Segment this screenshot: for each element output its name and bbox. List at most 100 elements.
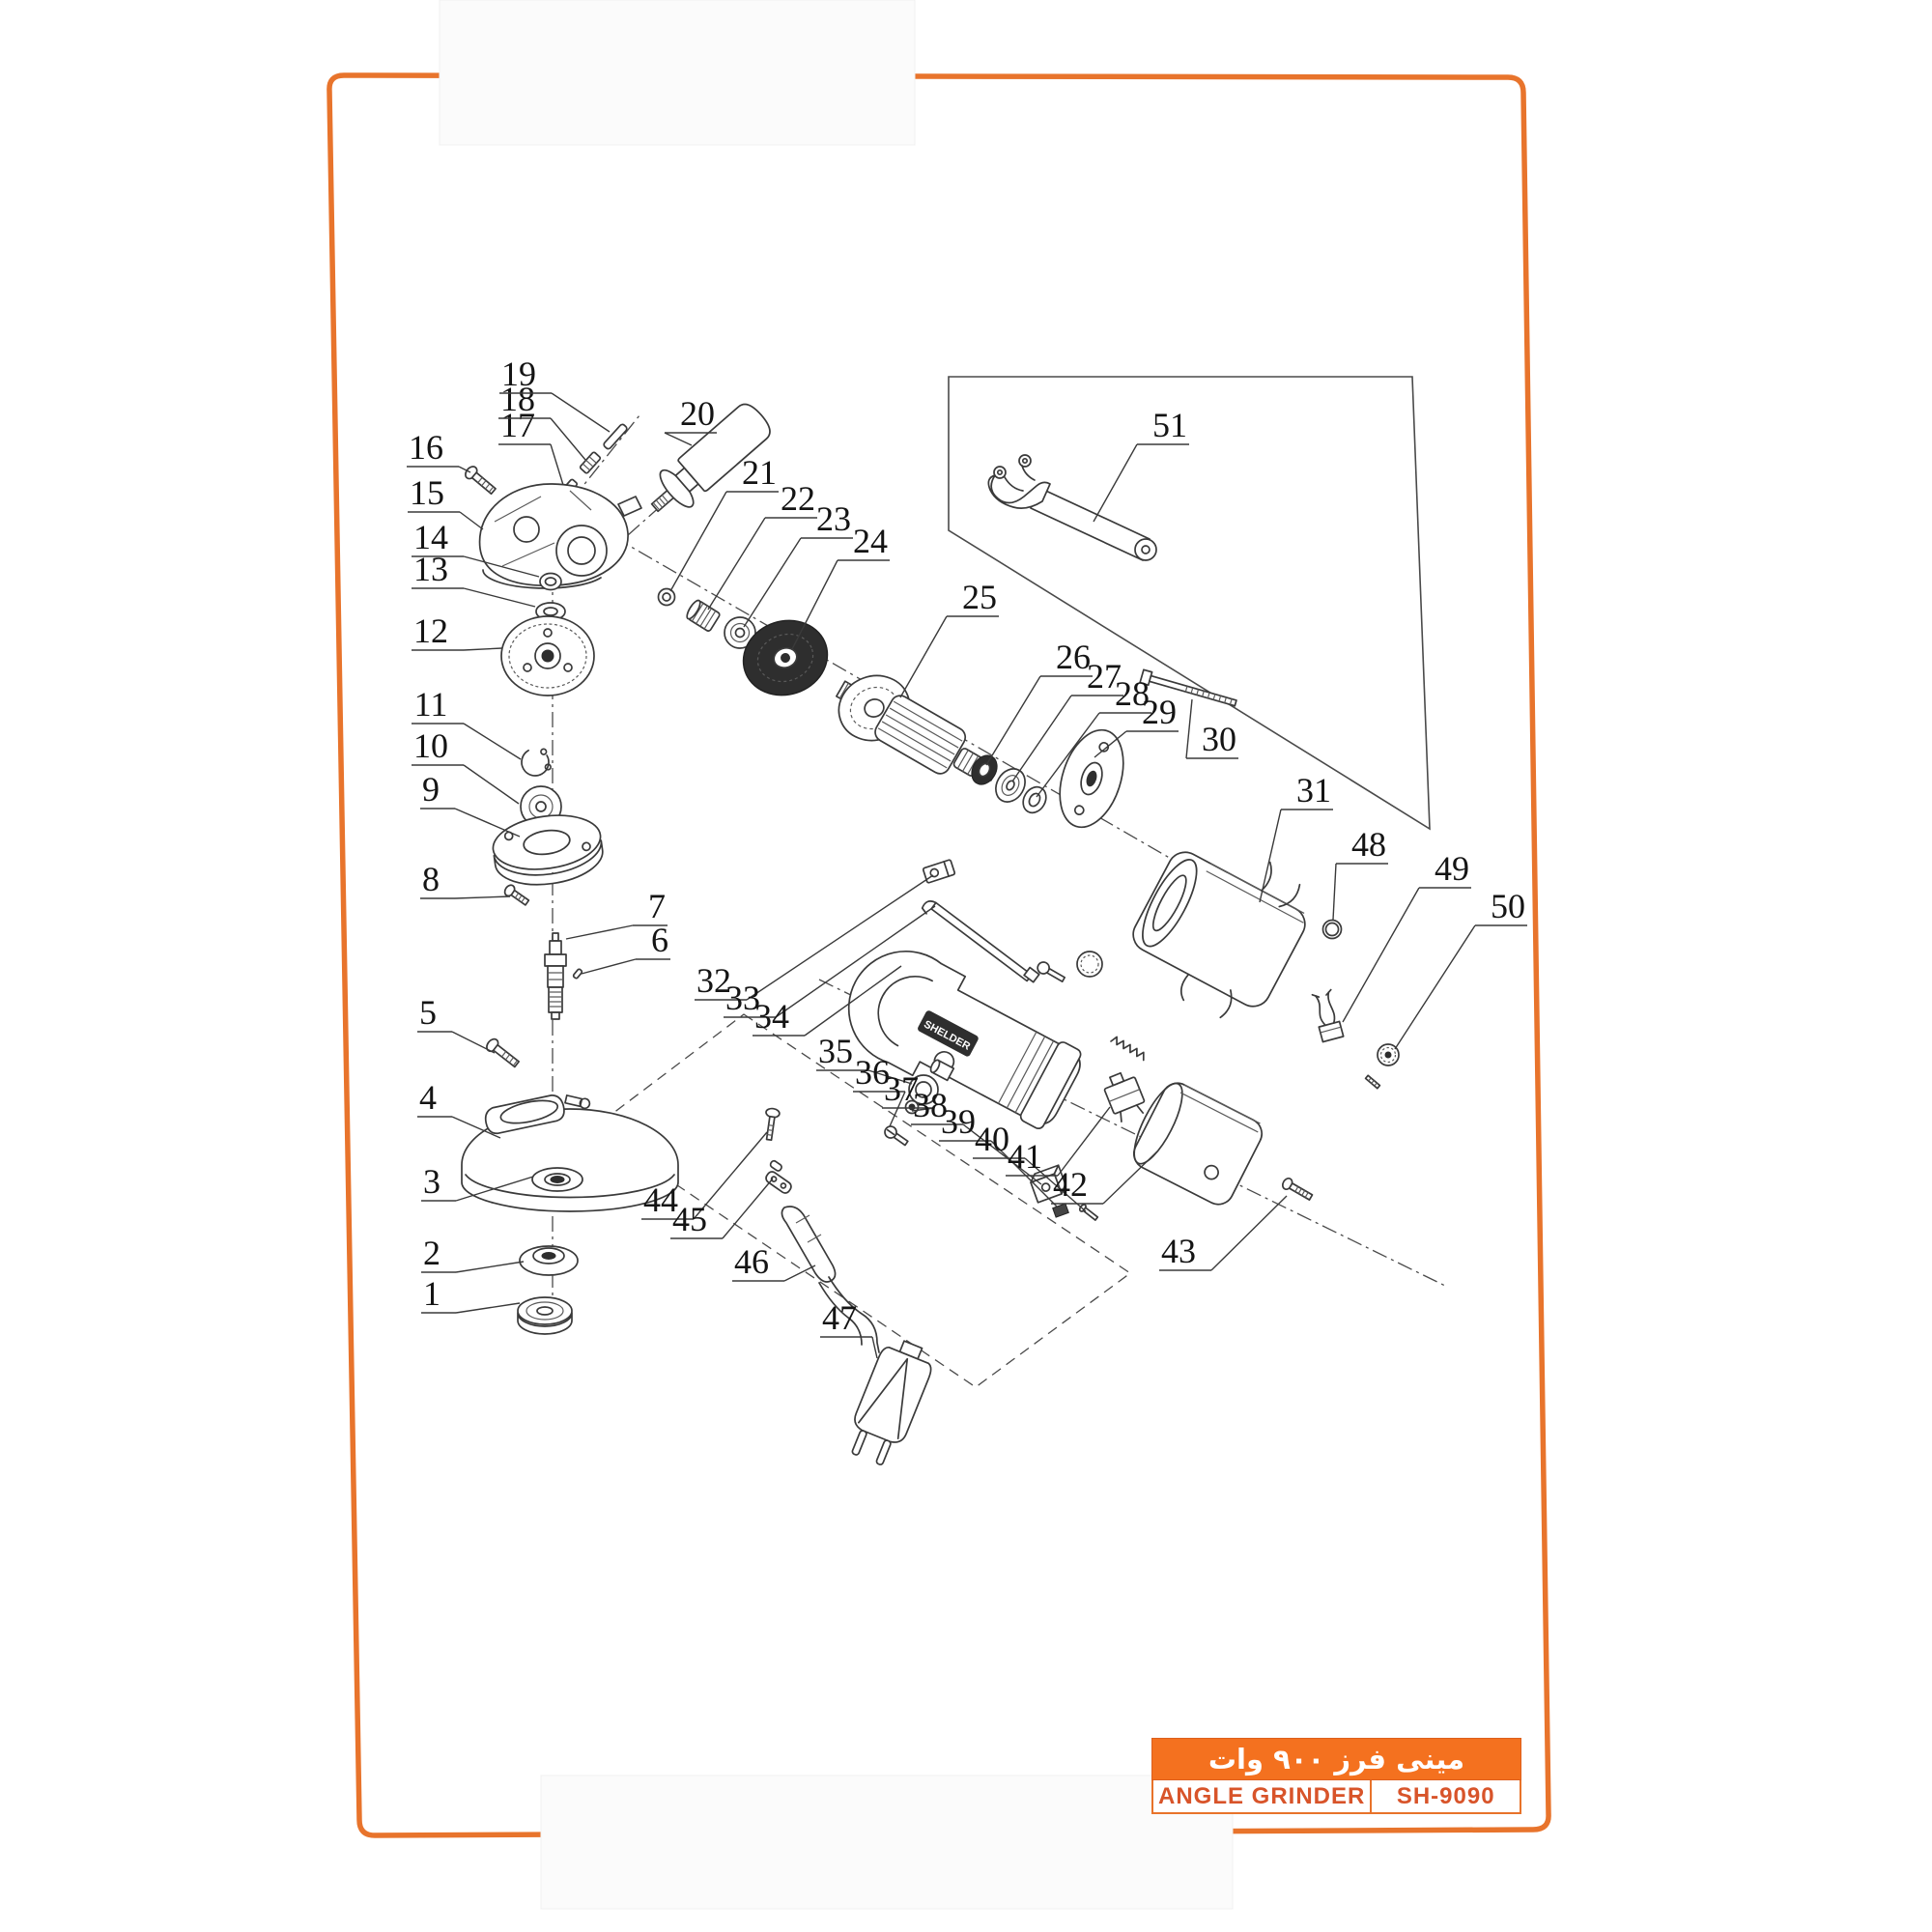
part-number-text: 2 xyxy=(423,1234,440,1272)
part-49-carbon-brush-assy xyxy=(1311,988,1345,1043)
part-number-text: 26 xyxy=(1056,638,1091,676)
leader-line xyxy=(911,1107,935,1112)
part-number-text: 45 xyxy=(672,1200,707,1238)
part-30-through-bolt xyxy=(1139,668,1237,707)
part-number-text: 34 xyxy=(754,997,789,1036)
leader-line xyxy=(664,432,693,446)
part-51-pin-spanner xyxy=(987,454,1157,561)
leader-line xyxy=(1332,863,1337,921)
part-45-cord-clamp xyxy=(765,1159,792,1194)
part-number-text: 16 xyxy=(409,428,443,467)
part-number-text: 44 xyxy=(643,1180,678,1219)
part-number-text: 49 xyxy=(1435,849,1469,888)
leader-line xyxy=(746,874,934,1001)
part-number-text: 11 xyxy=(414,685,448,724)
leader-line xyxy=(775,905,936,1018)
part-35-lock-button xyxy=(908,1059,955,1105)
part-number-text: 20 xyxy=(680,394,715,433)
part-number-text: 47 xyxy=(822,1298,857,1337)
part-number-text: 48 xyxy=(1351,825,1386,864)
part-number-text: 14 xyxy=(413,518,448,556)
leader-line xyxy=(551,392,611,433)
part-19-pin xyxy=(603,423,628,450)
part-39-carbon-brush xyxy=(1052,1203,1069,1218)
leader-line xyxy=(962,1123,1042,1185)
product-title-en: ANGLE GRINDER xyxy=(1158,1783,1366,1809)
part-number-text: 19 xyxy=(501,355,536,393)
part-number-text: 5 xyxy=(419,993,437,1032)
part-44-screw xyxy=(765,1107,781,1142)
leader-line xyxy=(1024,1157,1087,1212)
leader-line xyxy=(867,1069,913,1085)
part-number-text: 8 xyxy=(422,860,440,898)
title-block: مینی فرز ۹۰۰ وات ANGLE GRINDER SH-9090 xyxy=(1151,1738,1521,1814)
part-number-text: 27 xyxy=(1087,657,1122,696)
product-title-banner: مینی فرز ۹۰۰ وات xyxy=(1151,1738,1521,1780)
part-number-text: 15 xyxy=(410,473,444,512)
part-42-rear-housing xyxy=(1132,1082,1264,1206)
part-number-text: 35 xyxy=(818,1032,853,1070)
part-number-labels: 1234567891011121314151617181920212223242… xyxy=(407,355,1527,1359)
leader-line xyxy=(899,615,948,698)
part-number-text: 42 xyxy=(1053,1165,1088,1204)
part-5-screw xyxy=(486,1037,520,1068)
leader-line xyxy=(463,723,522,760)
part-number-text: 22 xyxy=(781,479,815,518)
part-number-text: 24 xyxy=(853,522,888,560)
part-29-bearing-plate xyxy=(1059,728,1124,829)
part-33-slide-bar xyxy=(921,900,1040,983)
part-number-text: 23 xyxy=(816,499,851,538)
leader-line xyxy=(455,1176,534,1202)
part-24-fan-gear xyxy=(742,619,829,696)
part-number-text: 31 xyxy=(1296,771,1331,810)
part-number-text: 50 xyxy=(1491,887,1525,925)
title-row: ANGLE GRINDER SH-9090 xyxy=(1151,1780,1521,1814)
page-frame xyxy=(327,72,1551,1838)
leader-line xyxy=(743,537,802,628)
leader-line xyxy=(1259,809,1282,903)
leader-line xyxy=(1185,698,1193,759)
part-number-text: 7 xyxy=(648,887,666,925)
leader-line xyxy=(1394,924,1476,1050)
part-22-collet-nut xyxy=(686,599,721,632)
part-number-text: 43 xyxy=(1161,1232,1196,1270)
leader-line xyxy=(1342,887,1420,1023)
part-18-detent-spring xyxy=(579,451,602,474)
part-number-text: 9 xyxy=(422,770,440,809)
part-number-text: 51 xyxy=(1152,406,1187,444)
leader-line xyxy=(451,1031,496,1054)
leader-line xyxy=(791,559,838,650)
part-number-text: 40 xyxy=(975,1120,1009,1158)
leader-line xyxy=(889,1091,906,1127)
leader-line xyxy=(463,647,503,651)
part-number-text: 38 xyxy=(913,1086,948,1124)
leader-line xyxy=(1102,1151,1158,1205)
part-23-bearing xyxy=(724,616,756,649)
part-26-bearing xyxy=(971,754,998,785)
leader-line xyxy=(1210,1195,1288,1271)
leader-line xyxy=(804,965,902,1037)
part-9-bearing-flange xyxy=(492,814,604,886)
part-15-gear-case xyxy=(478,483,642,589)
leader-line xyxy=(454,808,521,838)
leader-line xyxy=(783,1264,816,1282)
part-6-key xyxy=(572,968,583,980)
part-48-o-ring xyxy=(1321,919,1343,940)
leader-line xyxy=(550,443,564,486)
part-14-cap-nut xyxy=(539,572,562,591)
part-31-field-stator xyxy=(1132,851,1306,1019)
part-41-switch xyxy=(1103,1071,1146,1122)
part-number-text: 39 xyxy=(941,1102,976,1141)
model-number: SH-9090 xyxy=(1370,1780,1520,1812)
leader-line xyxy=(581,958,637,975)
leader-line xyxy=(871,1336,878,1359)
part-number-text: 18 xyxy=(500,380,535,418)
part-2-inner-flange xyxy=(519,1245,579,1276)
scan-artifact-top xyxy=(439,0,916,146)
part-8-screw xyxy=(503,884,530,906)
part-46-cord-guard xyxy=(781,1206,880,1353)
part-11-circlip xyxy=(521,748,552,777)
part-7-spindle-shaft xyxy=(544,932,567,1020)
part-43-screw xyxy=(1281,1177,1314,1201)
